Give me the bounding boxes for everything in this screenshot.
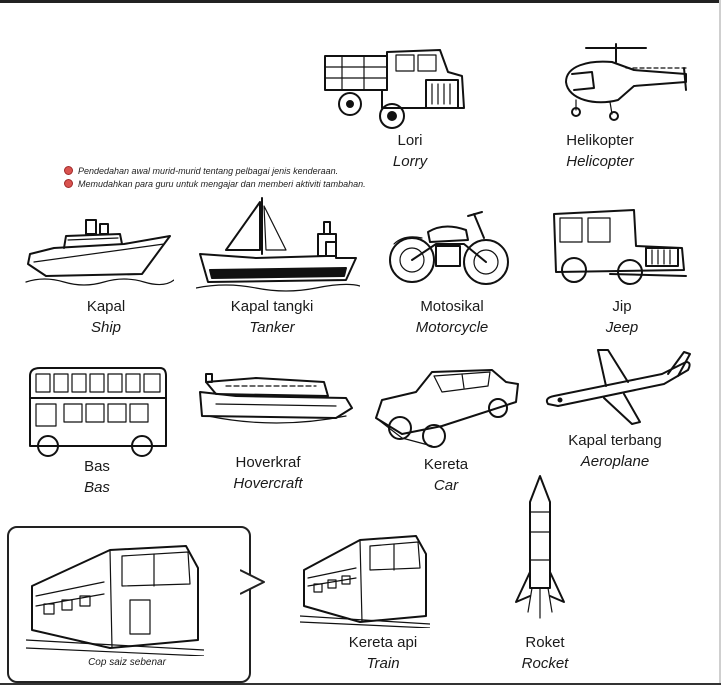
- helicopter-label: Helikopter Helicopter: [520, 130, 680, 172]
- english-name: Ship: [90, 319, 122, 336]
- bus-illustration: [24, 364, 170, 460]
- malay-name: Roket: [525, 634, 565, 651]
- train-illustration: [300, 528, 430, 628]
- callout-pointer: [238, 568, 266, 598]
- top-border: [0, 0, 721, 3]
- malay-name: Helikopter: [566, 132, 634, 149]
- english-name: Train: [366, 655, 400, 672]
- malay-name: Lori: [397, 132, 423, 149]
- malay-name: Kapal: [86, 298, 126, 315]
- note-text: Pendedahan awal murid-murid tentang pelb…: [78, 165, 339, 176]
- jeep-illustration: [550, 204, 690, 288]
- jeep-label: Jip Jeep: [542, 296, 702, 338]
- bottom-border: [0, 683, 721, 685]
- bullet-icon: [64, 166, 73, 175]
- english-name: Lorry: [392, 153, 428, 170]
- lorry-illustration: [322, 42, 472, 130]
- note-text: Memudahkan para guru untuk mengajar dan …: [78, 178, 366, 189]
- train-stamp-illustration: [26, 534, 204, 656]
- bus-label: Bas Bas: [17, 456, 177, 498]
- malay-name: Bas: [84, 458, 110, 475]
- english-name: Car: [433, 477, 459, 494]
- english-name: Aeroplane: [580, 453, 650, 470]
- notes-list: Pendedahan awal murid-murid tentang pelb…: [64, 164, 366, 190]
- malay-name: Motosikal: [420, 298, 484, 315]
- rocket-illustration: [510, 472, 570, 622]
- english-name: Bas: [84, 479, 110, 496]
- right-border: [719, 0, 721, 685]
- car-illustration: [372, 362, 522, 454]
- malay-name: Jip: [612, 298, 632, 315]
- note-item: Memudahkan para guru untuk mengajar dan …: [64, 177, 366, 190]
- bullet-icon: [64, 179, 73, 188]
- malay-name: Kapal terbang: [568, 432, 662, 449]
- english-name: Tanker: [249, 319, 295, 336]
- english-name: Jeep: [605, 319, 639, 336]
- malay-name: Hoverkraf: [235, 454, 301, 471]
- ship-label: Kapal Ship: [26, 296, 186, 338]
- malay-name: Kereta api: [348, 634, 418, 651]
- tanker-label: Kapal tangki Tanker: [192, 296, 352, 338]
- english-name: Hovercraft: [233, 475, 303, 492]
- lorry-label: Lori Lorry: [330, 130, 490, 172]
- rocket-label: Roket Rocket: [465, 632, 625, 674]
- helicopter-illustration: [546, 40, 696, 122]
- english-name: Motorcycle: [415, 319, 489, 336]
- hovercraft-label: Hoverkraf Hovercraft: [188, 452, 348, 494]
- car-label: Kereta Car: [366, 454, 526, 496]
- callout-caption: Cop saiz sebenar: [88, 657, 166, 668]
- malay-name: Kapal tangki: [230, 298, 314, 315]
- aeroplane-label: Kapal terbang Aeroplane: [535, 430, 695, 472]
- train-label: Kereta api Train: [303, 632, 463, 674]
- ship-illustration: [24, 214, 174, 290]
- motorcycle-illustration: [384, 204, 514, 288]
- hovercraft-illustration: [196, 372, 356, 434]
- note-item: Pendedahan awal murid-murid tentang pelb…: [64, 164, 366, 177]
- motorcycle-label: Motosikal Motorcycle: [372, 296, 532, 338]
- malay-name: Kereta: [423, 456, 469, 473]
- tanker-illustration: [196, 192, 360, 292]
- english-name: Rocket: [521, 655, 569, 672]
- english-name: Helicopter: [566, 153, 634, 170]
- aeroplane-illustration: [544, 344, 694, 426]
